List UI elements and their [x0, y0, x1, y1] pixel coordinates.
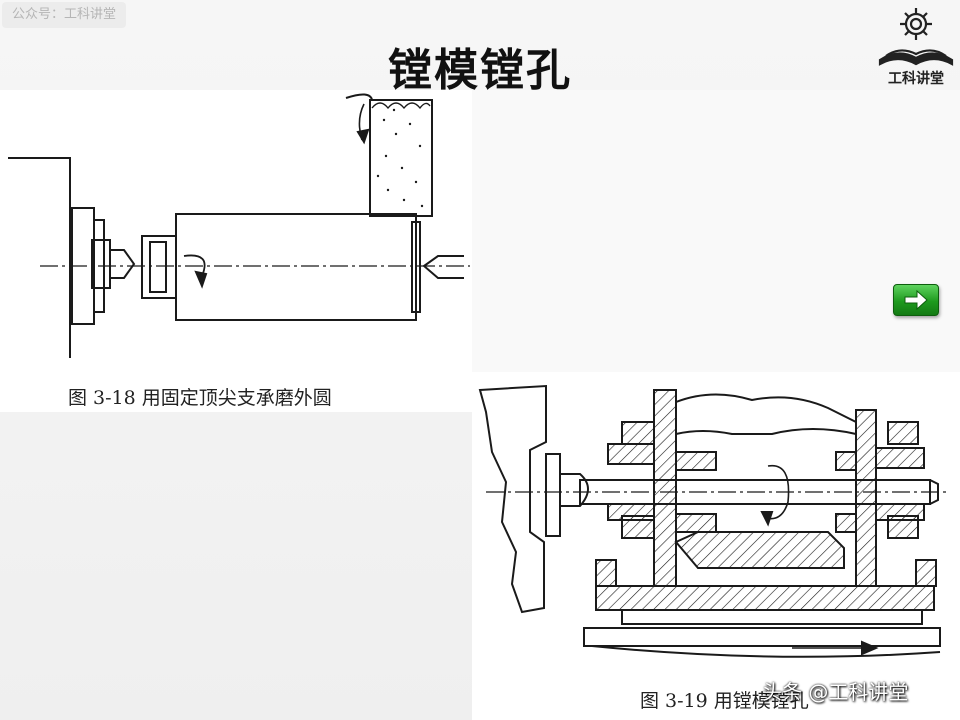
arrow-right-icon [903, 289, 929, 311]
right-blank-panel [472, 90, 960, 372]
figure-2-panel [472, 372, 960, 720]
figure-1-panel [0, 90, 472, 412]
gear-book-icon [874, 2, 958, 68]
figure-2-caption: 图 3-19 用镗模镗孔 [640, 690, 809, 712]
toutiao-watermark: 头条 @工科讲堂 [762, 680, 909, 704]
boring-jig-diagram [472, 372, 960, 684]
brand-logo: 工科讲堂 [874, 2, 958, 88]
figure-1-caption: 图 3-18 用固定顶尖支承磨外圆 [68, 387, 332, 409]
slide-title: 镗模镗孔 [388, 45, 572, 96]
watermark-label: 公众号：工科讲堂 [2, 2, 127, 28]
logo-label: 工科讲堂 [888, 71, 944, 87]
grinding-diagram [0, 90, 472, 380]
next-slide-button[interactable] [893, 284, 939, 316]
